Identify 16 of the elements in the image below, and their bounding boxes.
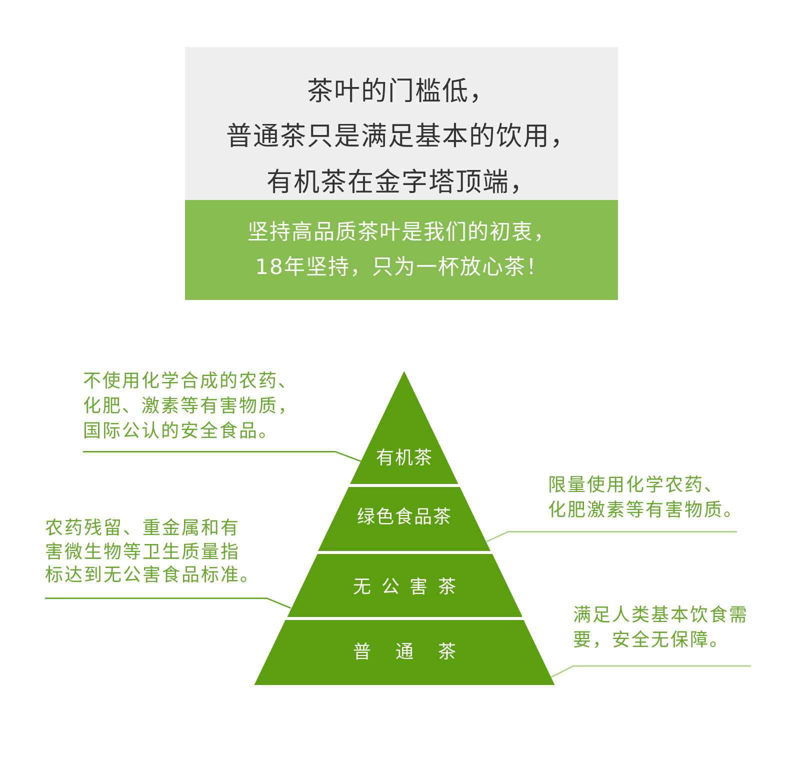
intro-text: 茶叶的门槛低，普通茶只是满足基本的饮用，有机茶在金字塔顶端， — [226, 76, 577, 200]
annotation-text: 不使用化学合成的农药、化肥、激素等有害物质，国际公认的安全食品。 — [83, 370, 298, 444]
annotation-text: 农药残留、重金属和有害微生物等卫生质量指标达到无公害食品标准。 — [45, 517, 260, 588]
leader-line — [83, 451, 362, 462]
leader-line — [550, 665, 751, 678]
tier-label: 有机茶 — [376, 448, 433, 470]
tier-label: 绿色食品茶 — [356, 507, 452, 529]
slogan-band — [185, 200, 618, 300]
leader-line — [486, 531, 737, 542]
leader-line — [45, 598, 292, 609]
intro-panel — [185, 47, 618, 200]
tier-label: 无公害茶 — [352, 577, 456, 599]
slogan-text: 坚持高品质茶叶是我们的初衷，18年坚持，只为一杯放心茶！ — [248, 218, 556, 281]
annotation-text: 限量使用化学农药、化肥激素等有害物质。 — [548, 474, 743, 523]
annotation-text: 满足人类基本饮食需要，安全无保障。 — [573, 604, 748, 652]
tier-label: 普通茶 — [353, 642, 456, 664]
